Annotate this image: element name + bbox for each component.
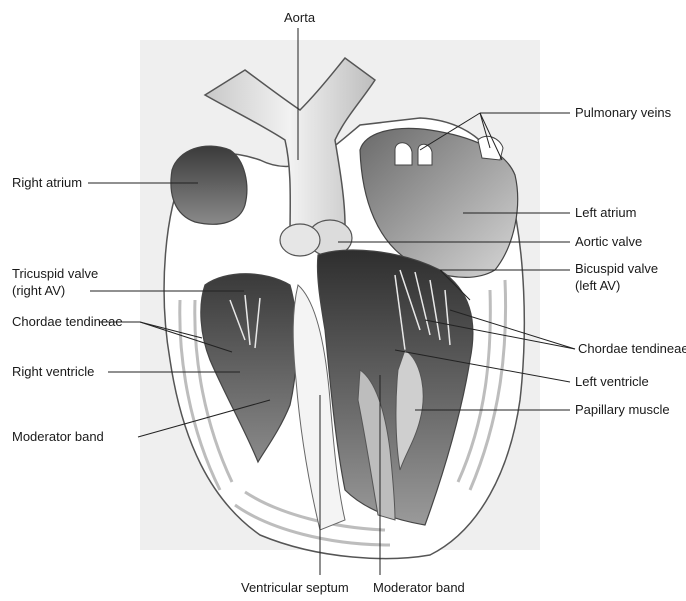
label-ventricular-septum: Ventricular septum bbox=[241, 580, 349, 595]
label-right-ventricle: Right ventricle bbox=[12, 364, 94, 379]
label-left-ventricle: Left ventricle bbox=[575, 374, 649, 389]
label-bicuspid-valve-sub: (left AV) bbox=[575, 278, 620, 293]
label-papillary-muscle: Papillary muscle bbox=[575, 402, 670, 417]
label-right-atrium: Right atrium bbox=[12, 175, 82, 190]
label-pulmonary-veins: Pulmonary veins bbox=[575, 105, 672, 120]
label-bicuspid-valve: Bicuspid valve bbox=[575, 261, 658, 276]
label-left-atrium: Left atrium bbox=[575, 205, 636, 220]
label-chordae-tendineae-right: Chordae tendineae bbox=[578, 341, 686, 356]
label-aorta: Aorta bbox=[284, 10, 316, 25]
aortic-root-shape bbox=[280, 224, 320, 256]
label-chordae-tendineae-left: Chordae tendineae bbox=[12, 314, 123, 329]
label-tricuspid-valve-sub: (right AV) bbox=[12, 283, 65, 298]
label-aortic-valve: Aortic valve bbox=[575, 234, 642, 249]
label-moderator-band-bottom: Moderator band bbox=[373, 580, 465, 595]
label-tricuspid-valve: Tricuspid valve bbox=[12, 266, 98, 281]
right-atrium-chamber bbox=[171, 146, 247, 224]
label-moderator-band-left: Moderator band bbox=[12, 429, 104, 444]
